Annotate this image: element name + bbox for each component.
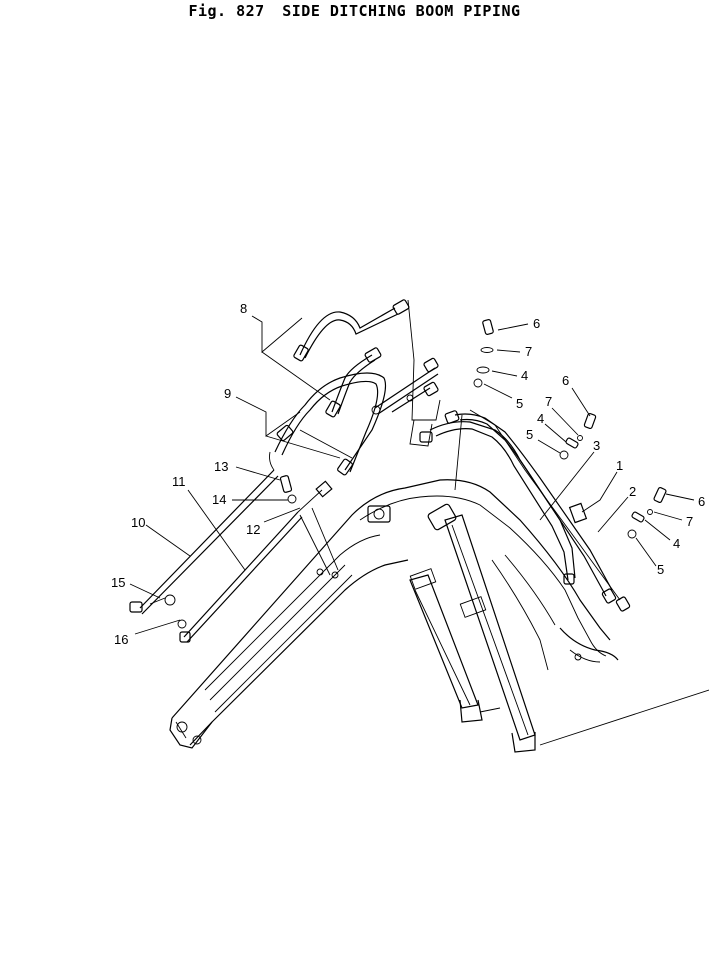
leader-lines [129,315,695,635]
callout-4a: 4 [521,368,528,383]
boom-cylinders [367,503,709,753]
callout-13: 13 [214,459,228,474]
figure-title: Fig. 827 SIDE DITCHING BOOM PIPING [0,2,709,20]
callout-15: 15 [111,575,125,590]
figure-name: SIDE DITCHING BOOM PIPING [282,2,521,20]
callout-10: 10 [131,515,145,530]
callout-8: 8 [240,301,247,316]
boom-tubes-left [129,451,339,643]
upper-hoses [274,299,441,476]
callout-labels: 8 9 13 11 14 12 10 15 16 6 7 4 5 6 7 4 5… [111,301,705,647]
callout-2: 2 [629,484,636,499]
callout-9: 9 [224,386,231,401]
boom-tubes-right [419,409,631,612]
callout-1: 1 [616,458,623,473]
callout-12: 12 [246,522,260,537]
callout-7b: 7 [545,394,552,409]
callout-3: 3 [593,438,600,453]
boom-body [169,479,619,749]
callout-6a: 6 [533,316,540,331]
callout-7c: 7 [686,514,693,529]
loose-hardware [473,319,667,539]
callout-11: 11 [172,474,186,489]
callout-5c: 5 [657,562,664,577]
callout-14: 14 [212,492,226,507]
callout-7a: 7 [525,344,532,359]
callout-6c: 6 [698,494,705,509]
figure-number: Fig. 827 [188,2,265,20]
callout-6b: 6 [562,373,569,388]
callout-4b: 4 [537,411,544,426]
callout-4c: 4 [673,536,680,551]
callout-5b: 5 [526,427,533,442]
callout-16: 16 [114,632,128,647]
callout-5a: 5 [516,396,523,411]
